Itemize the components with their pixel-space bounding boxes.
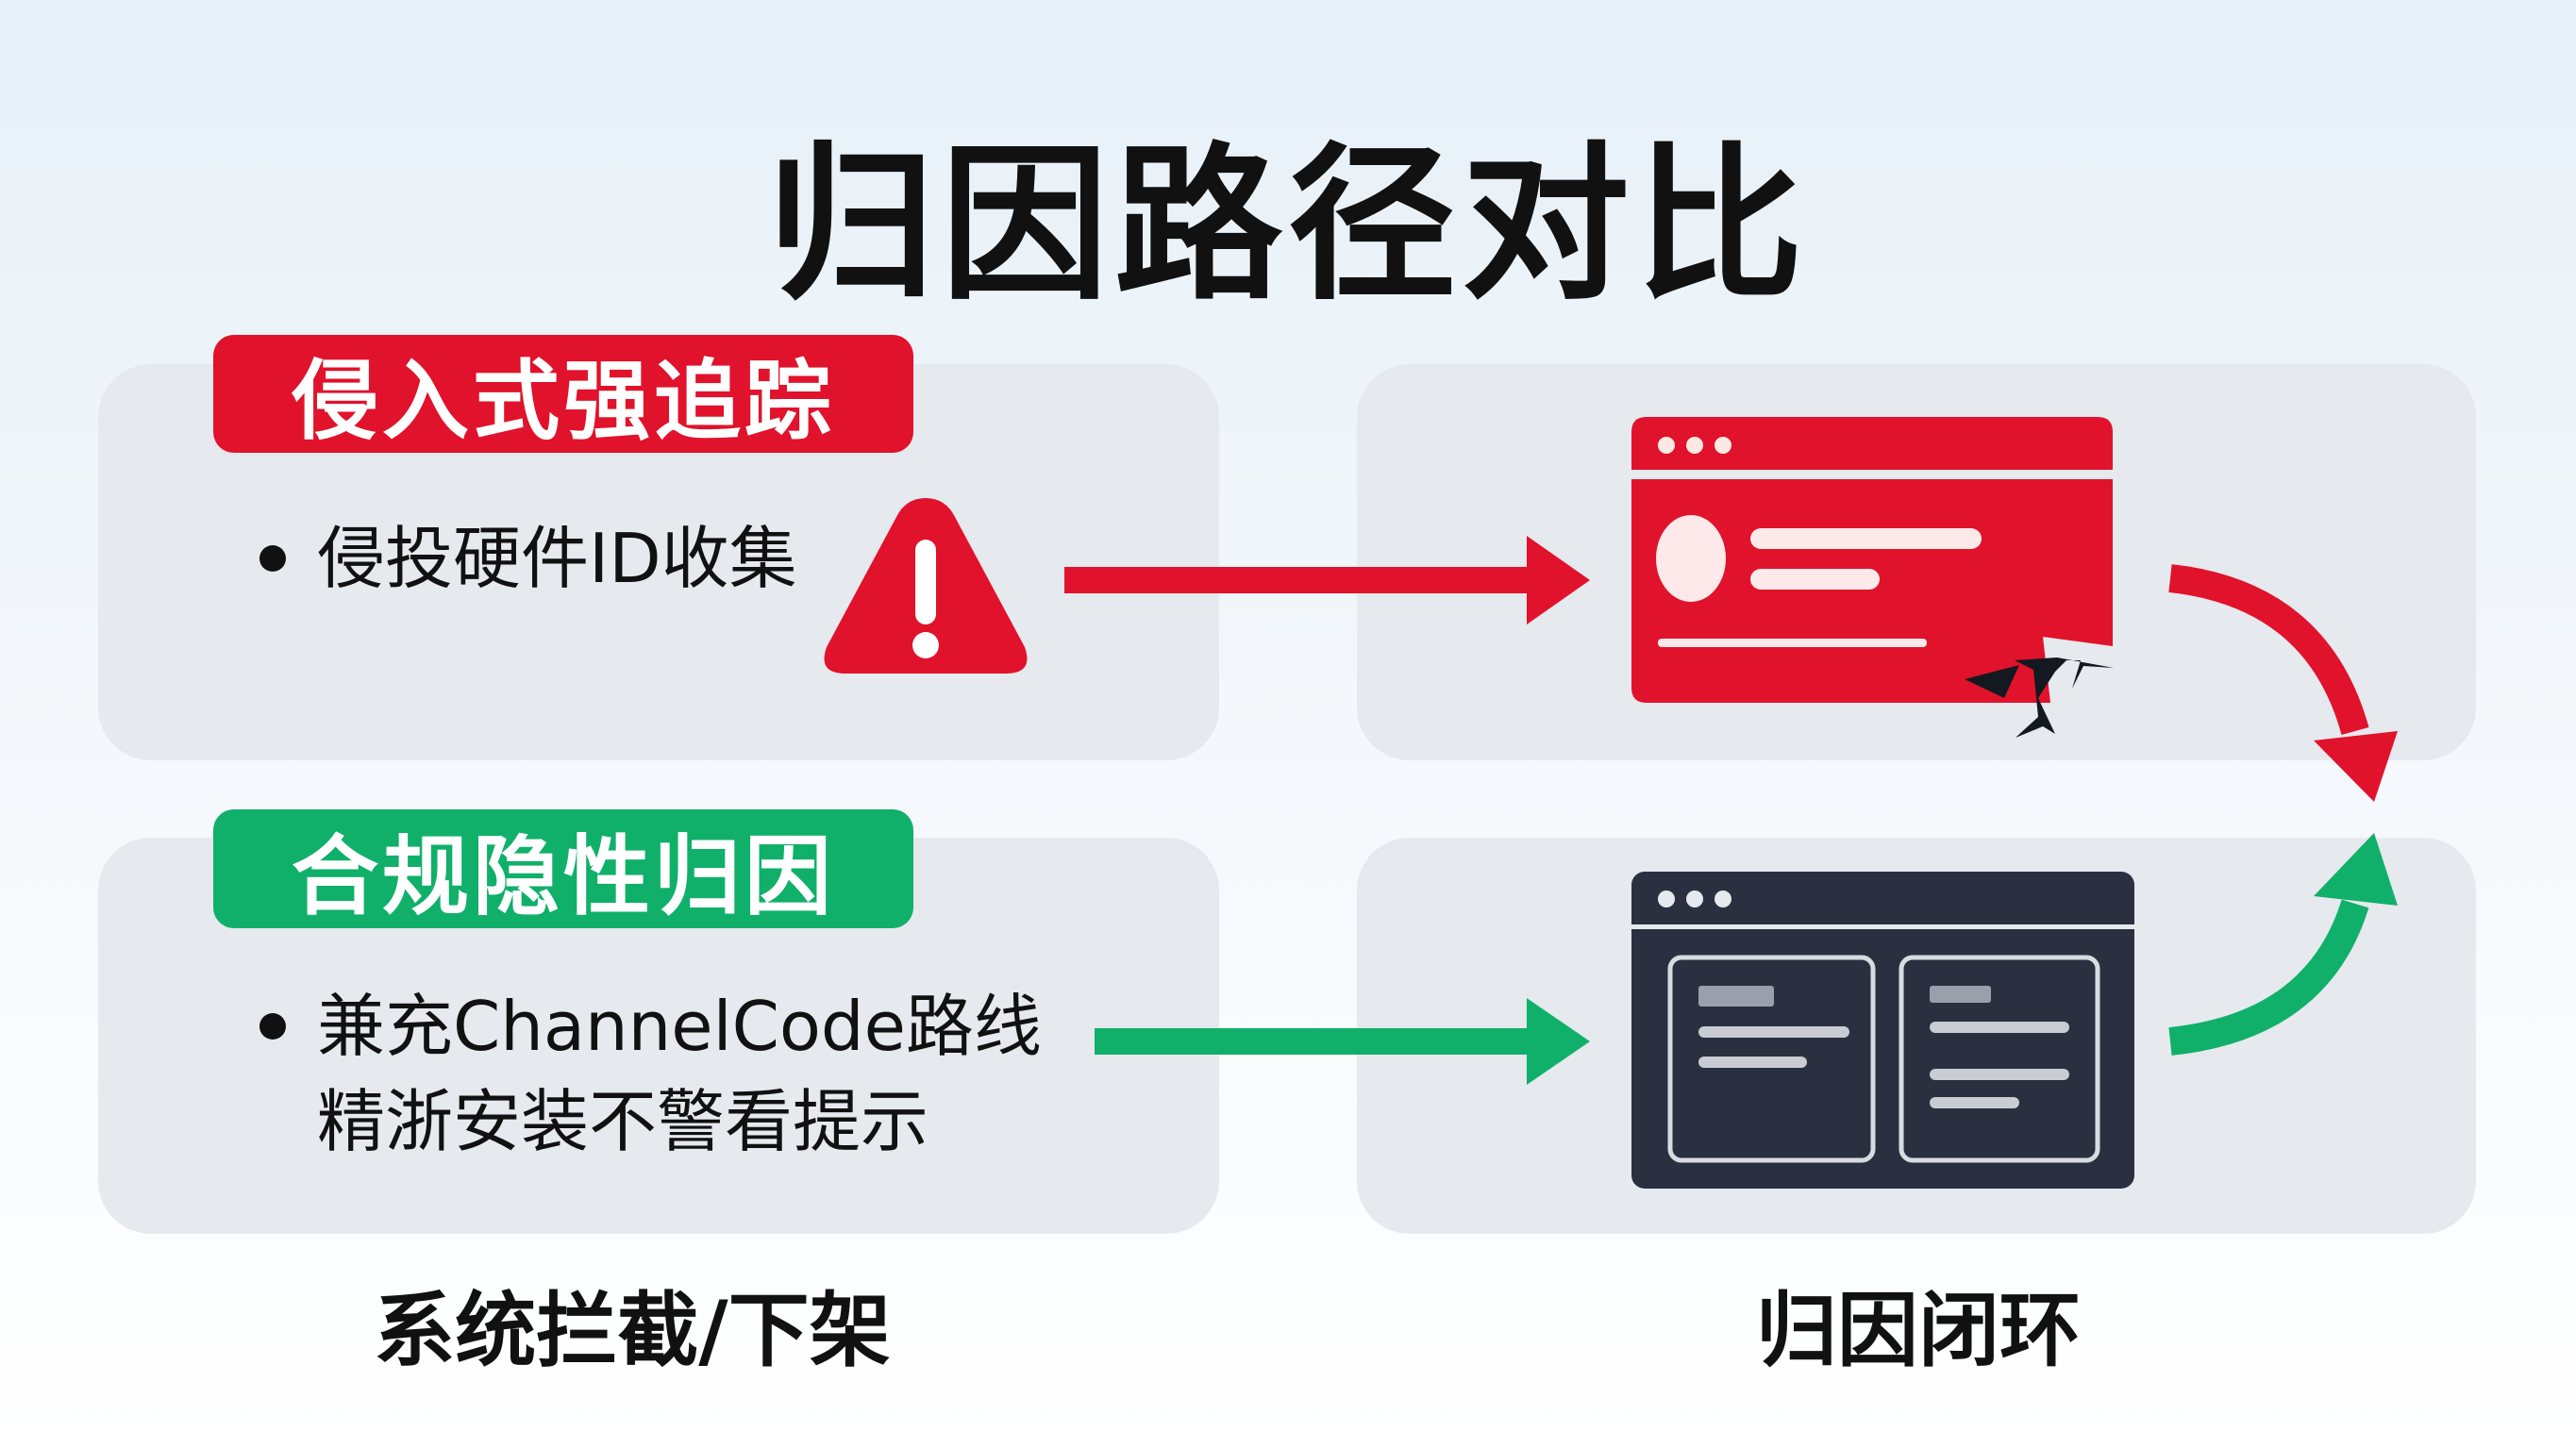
compliant-bullet-line2: 精浙安装不警看提示 <box>317 1082 929 1161</box>
bullet-dot <box>259 545 286 572</box>
page-title: 归因路径对比 <box>767 127 1809 323</box>
compliant-bullet-line1: 兼充ChannelCode路线 <box>317 987 1042 1066</box>
intrusive-badge: 侵入式强追踪 <box>213 335 913 453</box>
red-arrow <box>1064 536 1590 624</box>
green-curved-arrow <box>2168 833 2398 1056</box>
green-arrow <box>1095 998 1590 1085</box>
bullet-dot <box>259 1013 286 1040</box>
dashboard-browser-window-icon <box>1631 872 2134 1189</box>
broken-browser-window-icon <box>1631 417 2114 738</box>
red-curved-arrow <box>2168 564 2398 802</box>
compliant-badge: 合规隐性归因 <box>213 809 913 928</box>
outcome-label-blocked: 系统拦截/下架 <box>374 1284 891 1378</box>
intrusive-bullet-text: 侵投硬件ID收集 <box>317 519 797 598</box>
warning-triangle-icon <box>824 498 1028 674</box>
outcome-label-closed-loop: 归因闭环 <box>1756 1284 2081 1378</box>
